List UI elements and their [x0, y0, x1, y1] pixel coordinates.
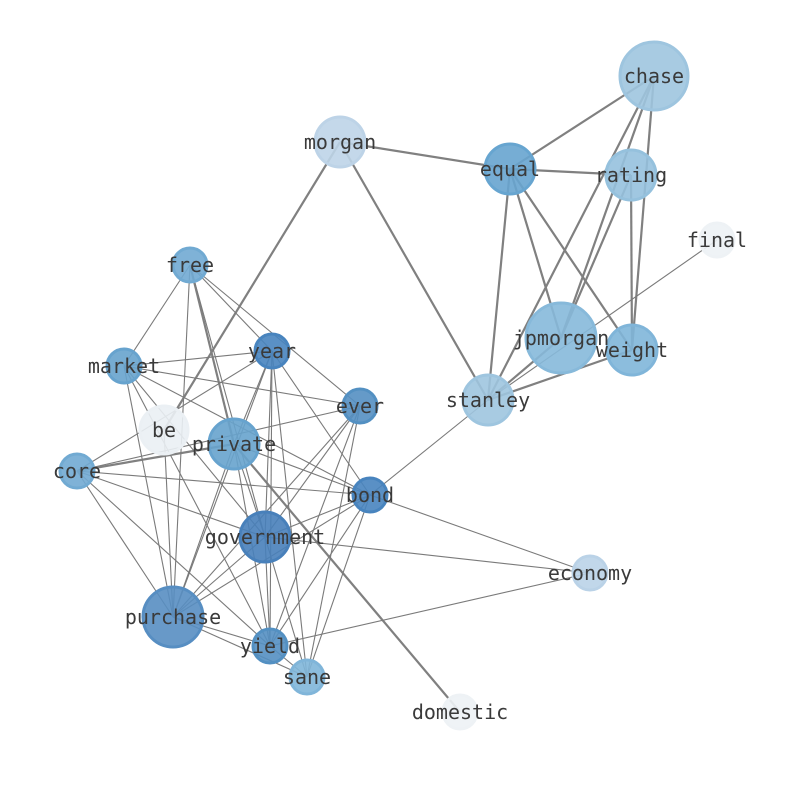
node-label-final: final [687, 228, 747, 252]
edge-bond-sane [306, 494, 371, 678]
node-label-core: core [53, 459, 101, 483]
node-label-morgan: morgan [304, 130, 376, 154]
edge-final-stanley [487, 239, 718, 401]
node-final[interactable] [698, 221, 736, 259]
node-chase[interactable] [618, 40, 690, 112]
labels-layer: chase morgan equal rating final free year marke… [53, 64, 747, 724]
node-rating[interactable] [604, 148, 658, 202]
edge-morgan-equal [339, 140, 511, 171]
node-sane[interactable] [288, 658, 326, 696]
node-label-economy: economy [548, 561, 632, 585]
node-label-purchase: purchase [125, 605, 221, 629]
edge-free-year [189, 264, 273, 352]
node-label-equal: equal [480, 157, 540, 181]
node-year[interactable] [253, 332, 291, 370]
edge-free-private [188, 264, 236, 445]
edge-ever-sane [306, 405, 361, 678]
node-free[interactable] [171, 246, 209, 284]
edges-layer [76, 75, 718, 713]
node-ever[interactable] [341, 387, 379, 425]
node-label-yield: yield [240, 634, 300, 658]
node-bond[interactable] [351, 476, 389, 514]
edge-year-sane [271, 350, 308, 678]
edge-morgan-be [163, 141, 341, 431]
node-label-government: government [205, 525, 325, 549]
node-be[interactable] [138, 404, 190, 456]
edge-chase-jpmorgan [559, 75, 656, 339]
edge-economy-yield [269, 572, 591, 647]
node-label-stanley: stanley [446, 388, 530, 412]
node-stanley[interactable] [461, 373, 515, 427]
node-label-domestic: domestic [412, 700, 508, 724]
edge-core-yield [76, 470, 271, 647]
node-government[interactable] [238, 510, 292, 564]
node-label-private: private [192, 432, 276, 456]
edge-equal-stanley [486, 168, 512, 401]
edge-market-ever [123, 365, 361, 407]
node-label-sane: sane [283, 665, 331, 689]
edge-core-bond [76, 470, 371, 496]
node-private[interactable] [207, 417, 261, 471]
nodes-layer [58, 40, 736, 731]
edge-bond-economy [369, 494, 591, 574]
edge-market-government [123, 365, 266, 538]
node-label-chase: chase [624, 64, 684, 88]
edge-year-bond [271, 350, 371, 496]
node-core[interactable] [58, 452, 96, 490]
node-label-market: market [88, 354, 160, 378]
node-label-be: be [152, 418, 176, 442]
node-label-year: year [248, 339, 296, 363]
node-weight[interactable] [605, 323, 659, 377]
node-jpmorgan[interactable] [524, 301, 598, 375]
node-equal[interactable] [483, 142, 537, 196]
node-label-jpmorgan: jpmorgan [513, 326, 609, 350]
edge-morgan-stanley [339, 141, 489, 401]
edge-core-government [76, 470, 266, 538]
node-market[interactable] [105, 347, 143, 385]
edge-free-government [189, 264, 266, 538]
edge-free-market [123, 264, 191, 367]
edge-rating-weight [629, 174, 634, 351]
edge-chase-stanley [487, 75, 655, 401]
edge-equal-weight [509, 168, 633, 351]
node-purchase[interactable] [141, 585, 205, 649]
node-domestic[interactable] [441, 693, 479, 731]
edge-ever-yield [269, 405, 361, 647]
edge-chase-weight [630, 75, 656, 351]
node-economy[interactable] [571, 554, 609, 592]
edge-market-purchase [123, 365, 174, 618]
node-label-ever: ever [336, 394, 384, 418]
node-label-bond: bond [346, 483, 394, 507]
edge-year-yield [269, 350, 273, 647]
edge-core-private [76, 442, 235, 473]
edge-private-domestic [233, 443, 461, 713]
node-morgan[interactable] [313, 115, 367, 169]
node-yield[interactable] [251, 627, 289, 665]
edge-bond-yield [269, 494, 371, 647]
edge-ever-government [264, 405, 361, 538]
node-label-free: free [166, 253, 214, 277]
edge-government-economy [264, 536, 591, 574]
edge-market-year [123, 350, 273, 367]
node-label-weight: weight [596, 338, 668, 362]
edge-year-government [264, 350, 273, 538]
node-label-rating: rating [595, 163, 667, 187]
